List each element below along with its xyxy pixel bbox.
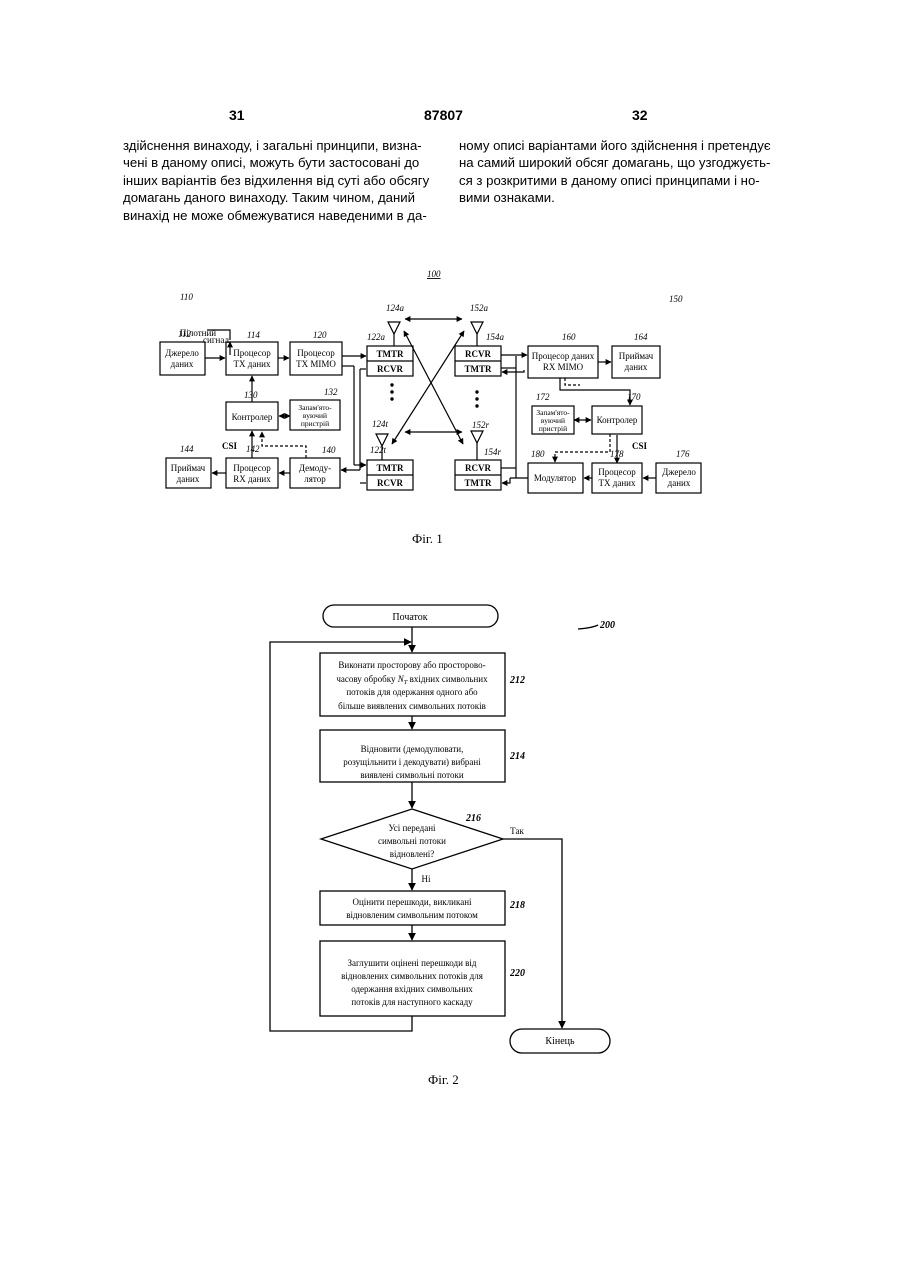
branch-yes-label: Так — [510, 826, 524, 836]
ref: 124a — [386, 303, 405, 313]
step-text: одержання вхідних символьних — [351, 984, 473, 994]
ref: 122t — [370, 445, 387, 455]
ref: 180 — [531, 449, 545, 459]
block-label: Демоду- — [299, 463, 331, 473]
block-label: TX даних — [234, 359, 271, 369]
ref: 120 — [313, 330, 327, 340]
ref: 164 — [634, 332, 648, 342]
block-label: даних — [171, 359, 194, 369]
ref: 152a — [470, 303, 489, 313]
transceiver-label: RCVR — [465, 463, 491, 473]
block-label: Процесор — [297, 348, 335, 358]
ref: 142 — [246, 444, 260, 454]
step-text: розущільнити і декодувати) вибрані — [343, 757, 481, 767]
block-label: Контролер — [597, 415, 638, 425]
step-text: Заглушити оцінені перешкоди від — [347, 958, 476, 968]
block-label: Процесор — [598, 467, 636, 477]
block-label: Контролер — [232, 412, 273, 422]
ref: 122a — [367, 332, 386, 342]
figure-2-flowchart: Початок Виконати просторову або просторо… — [0, 590, 900, 1070]
figure-1-block-diagram: 100 110 150 112 114 120 122a 124a 130 13… — [0, 0, 900, 560]
ref: 152r — [472, 420, 490, 430]
decision-text: відновлені? — [390, 849, 435, 859]
decision-text: символьні потоки — [378, 836, 446, 846]
block-label: пристрій — [301, 419, 329, 428]
ref-system: 100 — [427, 269, 441, 279]
ref: 218 — [509, 900, 525, 911]
step-text: відновлених символьних потоків для — [341, 971, 483, 981]
end-label: Кінець — [545, 1036, 575, 1047]
step-text: більше виявлених символьних потоків — [338, 701, 486, 711]
ref-flowchart: 200 — [599, 620, 615, 631]
ref: 140 — [322, 445, 336, 455]
block-label: даних — [625, 362, 648, 372]
step-text: часову обробку NT вхідних символьних — [336, 674, 488, 686]
ref: 144 — [180, 444, 194, 454]
ref: 160 — [562, 332, 576, 342]
ref: 130 — [244, 390, 258, 400]
ref-rx-system: 150 — [669, 294, 683, 304]
block-label: даних — [177, 474, 200, 484]
block-label: Модулятор — [534, 473, 577, 483]
step-text: Оцінити перешкоди, викликані — [352, 897, 472, 907]
ref: 124t — [372, 419, 389, 429]
transceiver-label: RCVR — [465, 349, 491, 359]
decision-text: Усі передані — [388, 823, 436, 833]
block-label: RX MIMO — [543, 362, 584, 372]
step-text: потоків для одержання одного або — [346, 687, 478, 697]
transceiver-label: TMTR — [377, 463, 405, 473]
step-text: Відновити (демодулювати, — [361, 744, 464, 754]
ref: 212 — [509, 675, 525, 686]
block-label: RX даних — [233, 474, 271, 484]
ref: 176 — [676, 449, 690, 459]
ref: 154a — [486, 332, 505, 342]
block-label: TX даних — [599, 478, 636, 488]
block-label: Приймач — [171, 463, 206, 473]
pilot-label: сигнал — [203, 335, 229, 345]
block-label: Приймач — [619, 351, 654, 361]
step-text: Виконати просторову або просторово- — [338, 660, 485, 670]
block-label: Процесор даних — [532, 351, 595, 361]
block-label: пристрій — [539, 424, 567, 433]
block-label: Джерело — [165, 348, 199, 358]
transceiver-label: RCVR — [377, 478, 403, 488]
ref: 114 — [247, 330, 260, 340]
ref-tx-system: 110 — [180, 292, 193, 302]
transceiver-label: TMTR — [377, 349, 405, 359]
start-label: Початок — [392, 612, 427, 623]
figure-1-caption: Фіг. 1 — [412, 531, 443, 547]
ref: 216 — [465, 813, 481, 824]
transceiver-label: TMTR — [465, 478, 493, 488]
step-text: виявлені символьні потоки — [360, 770, 464, 780]
block-label: Процесор — [233, 463, 271, 473]
ref: 170 — [627, 392, 641, 402]
ref: 172 — [536, 392, 550, 402]
figure-2-caption: Фіг. 2 — [428, 1072, 459, 1088]
block-label: лятор — [304, 474, 326, 484]
transceiver-label: RCVR — [377, 364, 403, 374]
ref: 214 — [509, 751, 525, 762]
branch-no-label: Ні — [422, 874, 431, 884]
block-label: Процесор — [233, 348, 271, 358]
ref: 154r — [484, 447, 502, 457]
transceiver-label: TMTR — [465, 364, 493, 374]
csi-label: CSI — [632, 441, 648, 451]
ref: 132 — [324, 387, 338, 397]
block-label: TX MIMO — [296, 359, 336, 369]
ref: 178 — [610, 449, 624, 459]
csi-label: CSI — [222, 441, 238, 451]
block-label: даних — [668, 478, 691, 488]
block-label: Джерело — [662, 467, 696, 477]
step-text: потоків для наступного каскаду — [351, 997, 473, 1007]
ref: 220 — [509, 968, 525, 979]
step-text: відновленим символьним потоком — [346, 910, 478, 920]
